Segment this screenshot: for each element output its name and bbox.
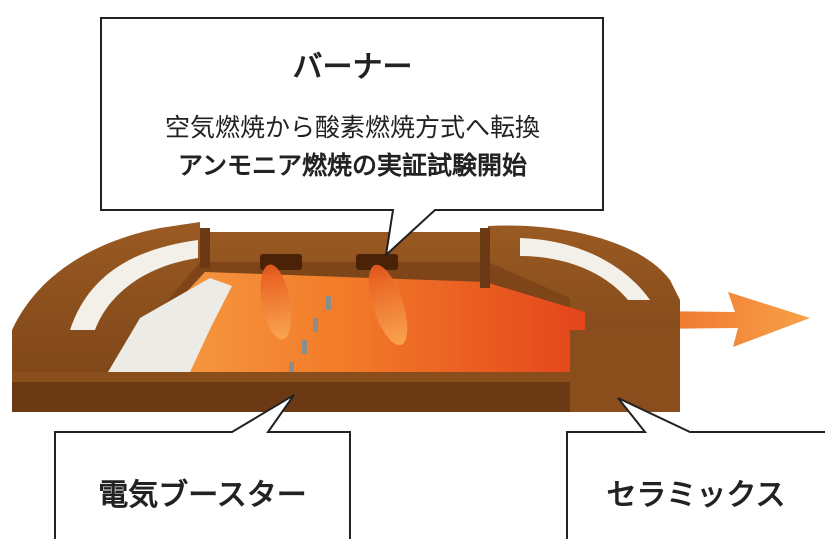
glass-output-arrow	[560, 292, 810, 347]
right-wall-front	[570, 330, 680, 412]
burner-callout-box	[100, 17, 604, 258]
left-wall-cutaway	[70, 240, 198, 330]
right-wall-cutaway	[520, 238, 650, 300]
burner-port-right	[356, 254, 398, 270]
molten-glass	[112, 272, 585, 375]
furnace-base	[12, 380, 680, 412]
burner-description-line2: アンモニア燃焼の実証試験開始	[177, 151, 527, 180]
front-edge	[12, 372, 680, 382]
crown-right-block	[480, 228, 490, 288]
booster-label: 電気ブースター	[98, 478, 307, 513]
burner-flame-right	[368, 264, 408, 346]
burner-title: バーナー	[292, 50, 413, 85]
raw-batch-material	[108, 278, 232, 372]
ceramics-callout-box	[566, 397, 825, 539]
crown-left-block	[200, 228, 210, 268]
electrode-rods	[289, 296, 331, 376]
burner-flame-left	[260, 264, 292, 340]
booster-callout-box	[54, 394, 351, 539]
burner-description-line1: 空気燃焼から酸素燃焼方式へ転換	[164, 113, 540, 142]
ceramics-label: セラミックス	[606, 478, 786, 513]
